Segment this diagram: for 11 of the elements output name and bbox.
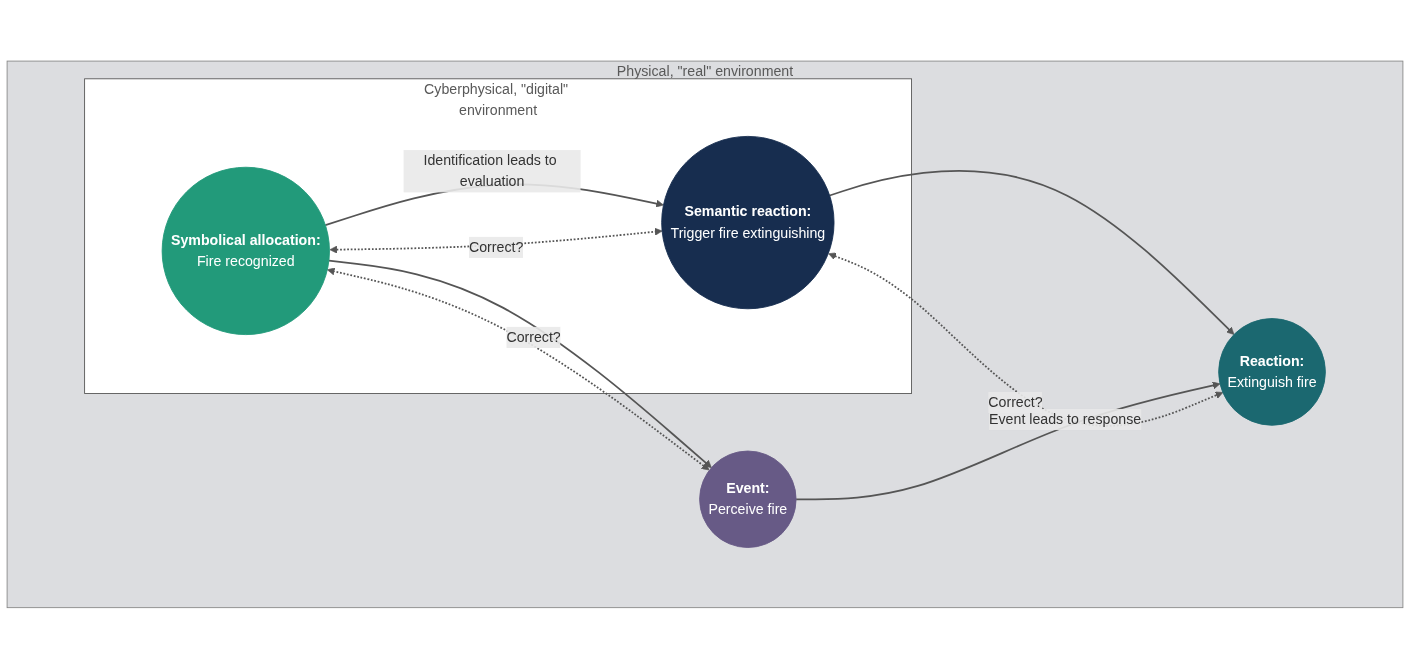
edge-label: Correct? <box>506 329 561 345</box>
node-circle: Symbolical allocation: Fire recognized <box>161 166 330 335</box>
edge-label: Correct? <box>988 394 1043 410</box>
edge-label: Identification leads to evaluation <box>423 152 557 189</box>
arrow <box>828 169 1235 335</box>
arrow <box>795 381 1221 500</box>
node-circle: Event: Perceive fire <box>699 450 797 548</box>
node-circle: Semantic reaction: Trigger fire extinguishing <box>661 135 835 309</box>
edge-label: Correct? <box>468 238 524 255</box>
edge-label: Event leads to response <box>989 411 1142 427</box>
node-circle: Reaction: Extinguish fire <box>1218 317 1326 426</box>
